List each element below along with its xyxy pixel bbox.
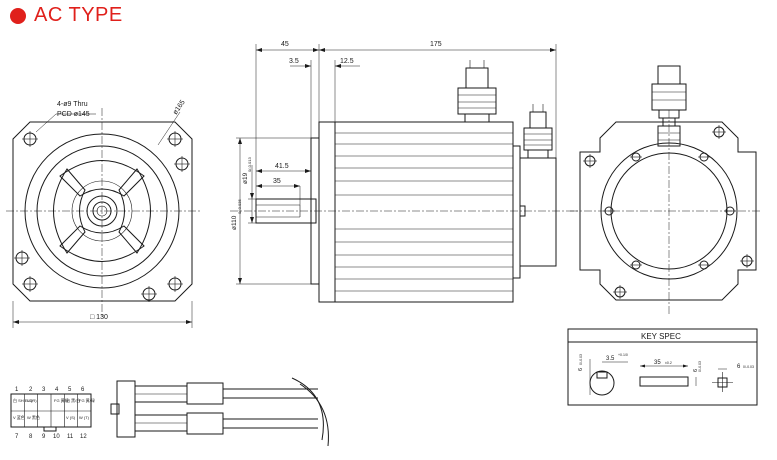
pin-11: 11 [67,434,74,440]
key-dim-a-tol: +0.1/0 [618,353,628,357]
red-dot-icon [10,7,26,24]
side-view: 45 175 3.5 12.5 41.5 35 ø110 0/-0.035 [230,41,578,303]
key-dim-c-tol: 0/-0.03 [579,354,583,365]
holes-note: 4-ø9 Thru [57,101,88,108]
square-dim-label: □ 130 [90,314,108,321]
pin-1: 1 [15,387,19,393]
dim-shaft-dia: ø19 [242,172,249,184]
pin-9: 9 [42,434,46,440]
shaft [255,198,317,224]
dim-12-5: 12.5 [340,58,354,65]
rear-bolt-holes [583,125,754,299]
pcd-note: PCD ø145 [57,111,90,118]
pin-4: 4 [55,387,59,393]
cell-top-5: 白 黑/白 [66,397,80,403]
motor-body [334,121,514,303]
dim-35: 35 [273,178,281,185]
pin-6: 6 [81,387,85,393]
key-dim-a: 3.5 [606,356,615,362]
cell-bot-2: W 黑色 [27,414,40,420]
key-dim-b: 35 [654,360,661,366]
front-bolt-holes [14,131,190,302]
cable-plug-detail [110,377,329,447]
cell-bot-1: V 蓝色 [13,414,25,420]
pin-5: 5 [68,387,72,393]
dim-41-5: 41.5 [275,163,289,170]
key-spec-title: KEY SPEC [641,332,681,341]
dim-shaft-tol: 0/-0.013 [247,157,252,172]
cell-top-2: U (R) [27,398,37,403]
dim-pilot-dia: ø110 [231,215,238,230]
key-dim-b-tol: ±0.2 [665,361,672,365]
rear-big-circle [600,142,738,280]
rear-outline [579,121,757,301]
cell-top-4: FG 黄绿 [54,397,69,403]
cell-bot-6: W (T) [79,415,90,420]
key-dim-e-tol: 0/-0.03 [743,365,754,369]
pin-7: 7 [15,434,19,440]
cell-top-6: FG 黄/绿 [79,397,95,403]
pin-2: 2 [29,387,33,393]
key-dim-e: 6 [737,364,741,370]
key-spec-box: KEY SPEC 6 0/-0.03 3.5 +0.1/0 35 ±0.2 6 … [567,328,758,406]
cell-top-1: 白 SHIELD [13,397,33,403]
encoder-connector [523,104,553,159]
front-flange-outline [12,121,193,302]
shaft-end-circle [86,195,118,227]
circle-dia-label: ø165 [172,99,187,116]
pin-12: 12 [80,434,87,440]
key-dim-c: 6 [578,368,584,371]
front-pilot-circle [24,133,180,289]
rear-view [570,65,760,315]
cell-bot-5: V (S) [66,415,76,420]
pin-8: 8 [29,434,33,440]
front-view: 4-ø9 Thru PCD ø145 ø165 □ 130 [6,99,202,328]
key-dim-d-tol: 0/-0.03 [698,361,702,372]
cooling-fins [335,132,513,292]
power-connector [457,60,497,123]
section-title-text: AC TYPE [34,4,123,26]
dim-175: 175 [430,41,442,48]
dim-pilot-tol: 0/-0.035 [237,199,242,214]
pin-10: 10 [53,434,60,440]
dim-45: 45 [281,41,289,48]
connector-pin-table: 1 2 3 4 5 6 7 8 9 10 11 12 白 SHIELD U (R… [10,387,95,440]
key-dim-d: 6 [693,369,699,372]
dim-3-5: 3.5 [289,58,299,65]
pin-3: 3 [42,387,46,393]
section-title: AC TYPE [10,4,123,27]
side-flange [318,121,336,303]
